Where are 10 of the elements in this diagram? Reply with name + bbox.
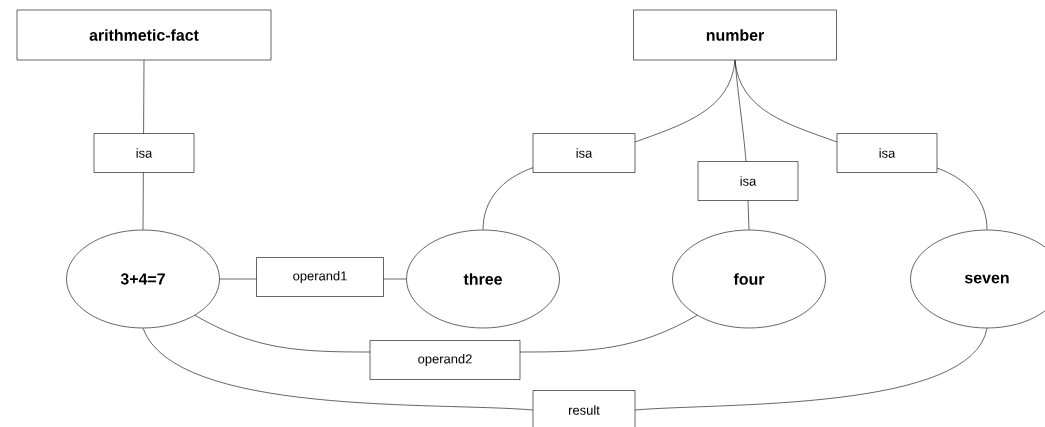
edge-label: isa — [697, 161, 799, 201]
concept-box: number — [633, 9, 837, 61]
connector-line — [142, 328, 988, 411]
edge-label: isa — [836, 133, 938, 173]
edge-label: isa — [532, 133, 636, 173]
edge-label: operand1 — [256, 257, 384, 297]
concept-box: arithmetic-fact — [16, 9, 272, 61]
edge-label: isa — [93, 133, 195, 173]
edge-label: operand2 — [369, 340, 521, 380]
edge-label: result — [532, 390, 636, 427]
